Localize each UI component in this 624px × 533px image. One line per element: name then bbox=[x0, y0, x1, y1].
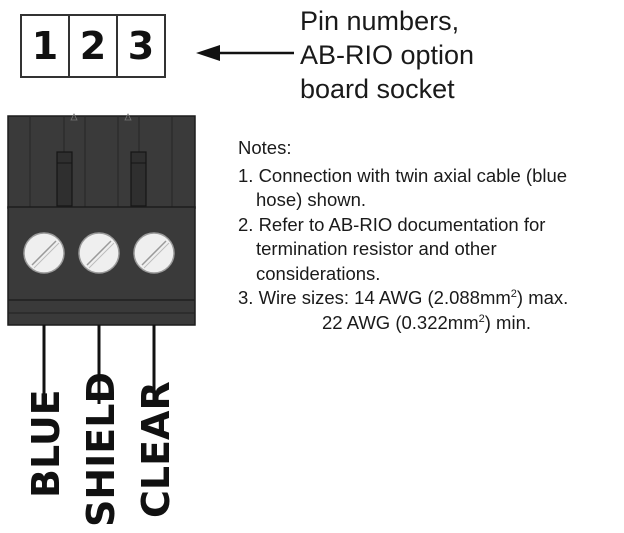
note-3-superscript: 2 bbox=[510, 287, 517, 300]
connector-upper-body bbox=[7, 115, 196, 209]
pin-number-box: 2 bbox=[68, 14, 118, 78]
note-2-line: termination resistor and other bbox=[256, 238, 497, 259]
notes-block: Notes: 1. Connection with twin axial cab… bbox=[238, 136, 568, 335]
left-arrow-icon bbox=[196, 45, 294, 61]
note-3-text: ) max. bbox=[516, 287, 569, 308]
note-3-min-text: 22 AWG (0.322mm bbox=[322, 311, 479, 333]
socket-label-line: board socket bbox=[300, 74, 455, 104]
wire-label-blue: BLUE bbox=[24, 389, 68, 498]
note-3-min-text: ) min. bbox=[484, 311, 531, 333]
pin-number-box: 1 bbox=[20, 14, 70, 78]
socket-label: Pin numbers, AB-RIO option board socket bbox=[300, 4, 474, 106]
note-3-max-row: 3. Wire sizes: 14 AWG (2.088mm2) max. bbox=[238, 286, 568, 311]
note-1-line: hose) shown. bbox=[256, 189, 367, 210]
wire-label-clear: CLEAR bbox=[134, 381, 178, 518]
connector-triangle-marks bbox=[70, 113, 132, 121]
notes-title: Notes: bbox=[238, 137, 292, 158]
note-2-line: considerations. bbox=[256, 262, 381, 284]
note-3-text: 3. Wire sizes: 14 AWG (2.088mm bbox=[238, 287, 511, 308]
connector-latches bbox=[56, 151, 147, 207]
pin-number-box: 3 bbox=[116, 14, 166, 78]
pin-number-row: 1 2 3 bbox=[20, 14, 166, 78]
screw-terminal-1 bbox=[23, 232, 65, 274]
socket-label-line: AB-RIO option bbox=[300, 40, 475, 70]
note-3-min-row: 22 AWG (0.322mm2) min. bbox=[238, 311, 568, 336]
screw-terminal-2 bbox=[78, 232, 120, 274]
wire-leads bbox=[42, 325, 156, 404]
screw-terminals bbox=[23, 232, 175, 274]
note-1-line: 1. Connection with twin axial cable (blu… bbox=[238, 164, 568, 186]
screw-terminal-3 bbox=[133, 232, 175, 274]
note-2-line: 2. Refer to AB-RIO documentation for bbox=[238, 213, 546, 235]
socket-label-line: Pin numbers, bbox=[300, 6, 460, 36]
note-3-min-superscript: 2 bbox=[478, 312, 485, 325]
wire-label-shield: SHIELD bbox=[79, 371, 123, 527]
